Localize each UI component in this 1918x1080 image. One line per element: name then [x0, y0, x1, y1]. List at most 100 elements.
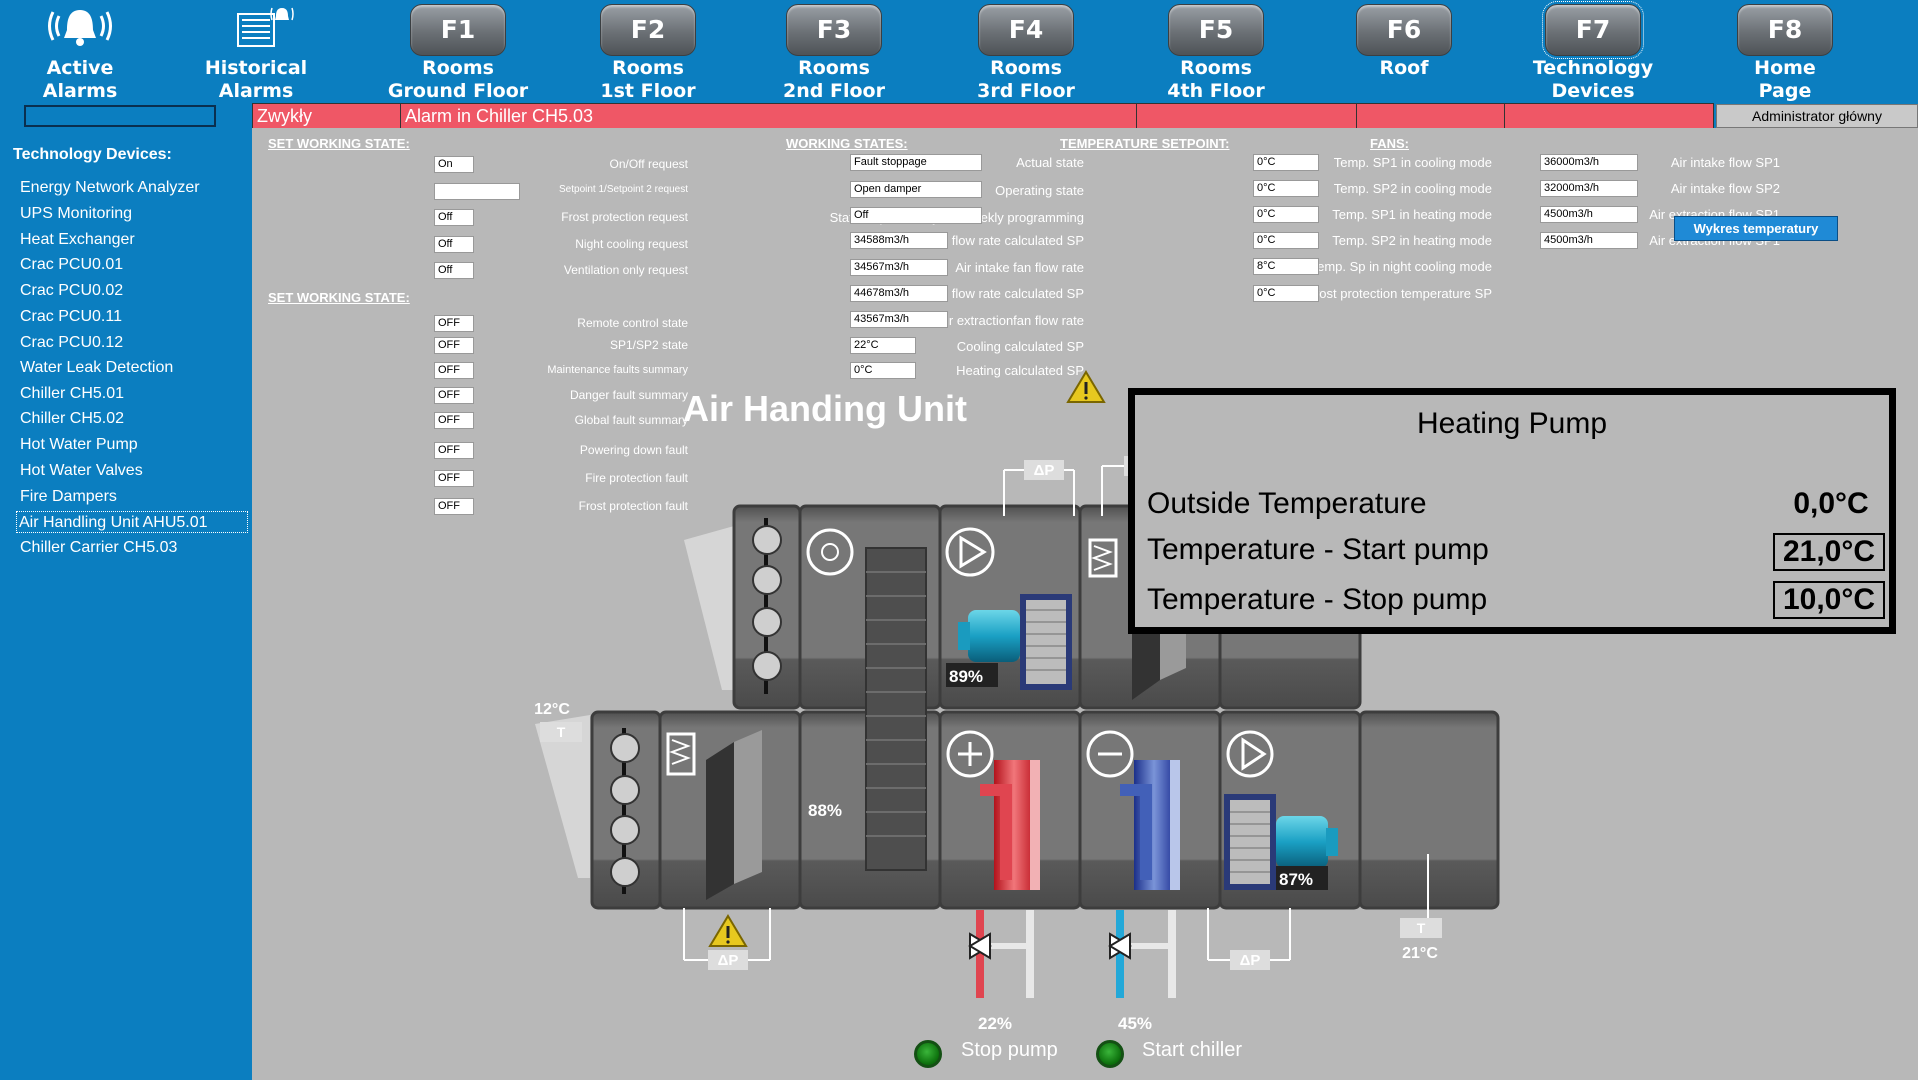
weekly-programming-field: Off	[850, 207, 982, 224]
f4-key: F4	[978, 4, 1074, 56]
heating-calculated-sp-label: Heating calculated SP	[956, 363, 1084, 378]
alarm-priority: Zwykły	[253, 104, 401, 128]
on-off-request-field[interactable]: On	[434, 156, 474, 173]
sidebar-item-crac-pcu0-01[interactable]: Crac PCU0.01	[20, 256, 124, 273]
on-off-request-label: On/Off request	[609, 157, 689, 171]
temperature-setpoint-heading: TEMPERATURE SETPOINT:	[1060, 136, 1230, 151]
sidebar-item-hot-water-pump[interactable]: Hot Water Pump	[20, 436, 138, 453]
empty-status-field[interactable]	[24, 105, 216, 127]
start-pump-temp-value[interactable]: 21,0°C	[1773, 533, 1885, 571]
f8-home-page-button[interactable]: F8 Home Page	[1695, 0, 1875, 102]
top-navigation-bar: Active Alarms Historical Alarms F1 Rooms…	[0, 0, 1918, 102]
sidebar: Technology Devices: Energy Network Analy…	[0, 128, 252, 1080]
sidebar-item-fire-dampers[interactable]: Fire Dampers	[20, 488, 117, 505]
temp-night-cooling-field[interactable]: 8°C	[1253, 258, 1319, 275]
active-alarms-line2: Alarms	[42, 80, 118, 102]
air-extraction-flow-sp1-field[interactable]: 4500m3/h	[1540, 206, 1638, 223]
historical-alarms-button[interactable]: Historical Alarms	[166, 0, 346, 102]
f5-rooms-4th-floor-button[interactable]: F5 Rooms 4th Floor	[1126, 0, 1306, 102]
current-user[interactable]: Administrator główny	[1716, 104, 1918, 128]
setpoint-request-field[interactable]	[434, 183, 520, 200]
temperature-chart-button[interactable]: Wykres temperatury	[1674, 216, 1838, 241]
f1-rooms-ground-floor-button[interactable]: F1 Rooms Ground Floor	[368, 0, 548, 102]
temp-night-cooling-label: Temp. Sp in night cooling mode	[1310, 259, 1492, 274]
operating-state-field: Open damper	[850, 181, 982, 198]
temp-sp2-cooling-field[interactable]: 0°C	[1253, 180, 1319, 197]
air-intake-flow-sp2-field[interactable]: 32000m3/h	[1540, 180, 1638, 197]
sidebar-item-ups-monitoring[interactable]: UPS Monitoring	[20, 205, 133, 222]
air-intake-fan-flow-label: Air intake fan flow rate	[955, 260, 1084, 275]
outside-temperature-value: 0,0°C	[1793, 487, 1869, 520]
remote-control-state-label: Remote control state	[577, 316, 688, 330]
f7-line1: Technology	[1532, 57, 1654, 79]
temp-sp1-heating-field[interactable]: 0°C	[1253, 206, 1319, 223]
cooling-calculated-sp-label: Cooling calculated SP	[956, 339, 1084, 354]
sidebar-item-chiller-ch5-02[interactable]: Chiller CH5.02	[20, 410, 125, 427]
temp-sp1-cooling-field[interactable]: 0°C	[1253, 154, 1319, 171]
sidebar-item-hot-water-valves[interactable]: Hot Water Valves	[20, 462, 143, 479]
air-extraction-flow-sp1b-field[interactable]: 4500m3/h	[1540, 232, 1638, 249]
ventilation-only-request-field[interactable]: Off	[434, 262, 474, 279]
sp1-sp2-state-field: OFF	[434, 337, 474, 354]
night-cooling-request-field[interactable]: Off	[434, 236, 474, 253]
historical-alarms-line1: Historical	[204, 57, 308, 79]
heating-pump-panel: Heating Pump Outside Temperature 0,0°C T…	[1128, 388, 1896, 634]
fire-protection-fault-label: Fire protection fault	[585, 471, 688, 485]
heating-calculated-sp-field: 0°C	[850, 362, 916, 379]
f3-line1: Rooms	[798, 57, 870, 79]
air-intake-flow-sp1-field[interactable]: 36000m3/h	[1540, 154, 1638, 171]
alarm-cell-4	[1357, 104, 1505, 128]
temp-sp2-heating-label: Temp. SP2 in heating mode	[1332, 233, 1492, 248]
outside-temperature-label: Outside Temperature	[1147, 487, 1427, 520]
f6-line1: Roof	[1379, 57, 1429, 79]
sidebar-item-crac-pcu0-02[interactable]: Crac PCU0.02	[20, 282, 124, 299]
stop-pump-indicator[interactable]	[914, 1040, 942, 1068]
set-working-state-heading: SET WORKING STATE:	[268, 136, 410, 151]
f6-roof-button[interactable]: F6 Roof	[1314, 0, 1494, 100]
f4-rooms-3rd-floor-button[interactable]: F4 Rooms 3rd Floor	[936, 0, 1116, 102]
maintenance-faults-label: Maintenance faults summary	[547, 364, 688, 376]
frost-protection-request-label: Frost protection request	[561, 210, 688, 224]
temp-sp2-cooling-label: Temp. SP2 in cooling mode	[1333, 181, 1492, 196]
start-chiller-indicator[interactable]	[1096, 1040, 1124, 1068]
sidebar-item-crac-pcu0-11[interactable]: Crac PCU0.11	[20, 308, 122, 325]
air-intake-fan-flow-field: 34567m3/h	[850, 259, 948, 276]
sidebar-item-chiller-ch5-01[interactable]: Chiller CH5.01	[20, 385, 125, 402]
f2-rooms-1st-floor-button[interactable]: F2 Rooms 1st Floor	[558, 0, 738, 102]
f1-line1: Rooms	[422, 57, 494, 79]
sidebar-item-chiller-carrier-ch5-03[interactable]: Chiller Carrier CH5.03	[20, 539, 178, 556]
frost-protection-fault-field: OFF	[434, 498, 474, 515]
frost-protection-temp-field[interactable]: 0°C	[1253, 285, 1319, 302]
remote-control-state-field: OFF	[434, 315, 474, 332]
sidebar-item-water-leak-detection[interactable]: Water Leak Detection	[20, 359, 174, 376]
stop-pump-temp-value[interactable]: 10,0°C	[1773, 581, 1885, 619]
alarm-banner[interactable]: Zwykły Alarm in Chiller CH5.03	[252, 103, 1714, 129]
frost-protection-fault-label: Frost protection fault	[578, 499, 688, 513]
sidebar-item-air-handling-unit-ahu5-01[interactable]: Air Handling Unit AHU5.01	[16, 511, 248, 533]
sidebar-item-heat-exchanger[interactable]: Heat Exchanger	[20, 231, 135, 248]
temp-sp1-heating-label: Temp. SP1 in heating mode	[1332, 207, 1492, 222]
maintenance-faults-field: OFF	[434, 362, 474, 379]
f5-line1: Rooms	[1180, 57, 1252, 79]
f2-key: F2	[600, 4, 696, 56]
f5-key: F5	[1168, 4, 1264, 56]
historical-alarms-line2: Alarms	[218, 80, 294, 102]
temp-sp2-heating-field[interactable]: 0°C	[1253, 232, 1319, 249]
air-intake-flow-sp1-label: Air intake flow SP1	[1670, 155, 1780, 170]
active-alarms-button[interactable]: Active Alarms	[0, 0, 170, 102]
frost-protection-request-field[interactable]: Off	[434, 209, 474, 226]
stop-pump-label: Stop pump	[961, 1039, 1058, 1061]
sidebar-item-crac-pcu0-12[interactable]: Crac PCU0.12	[20, 334, 124, 351]
f3-rooms-2nd-floor-button[interactable]: F3 Rooms 2nd Floor	[744, 0, 924, 102]
start-pump-temp-label: Temperature - Start pump	[1147, 533, 1489, 566]
powering-down-fault-field: OFF	[434, 442, 474, 459]
active-alarms-line1: Active	[46, 57, 114, 79]
cooling-calculated-sp-field: 22°C	[850, 337, 916, 354]
fire-protection-fault-field: OFF	[434, 470, 474, 487]
f6-key: F6	[1356, 4, 1452, 56]
f1-line2: Ground Floor	[387, 80, 529, 102]
sidebar-item-energy-network-analyzer[interactable]: Energy Network Analyzer	[20, 179, 200, 196]
danger-fault-field: OFF	[434, 387, 474, 404]
f7-technology-devices-button[interactable]: F7 Technology Devices	[1503, 0, 1683, 102]
stop-pump-temp-label: Temperature - Stop pump	[1147, 583, 1488, 616]
